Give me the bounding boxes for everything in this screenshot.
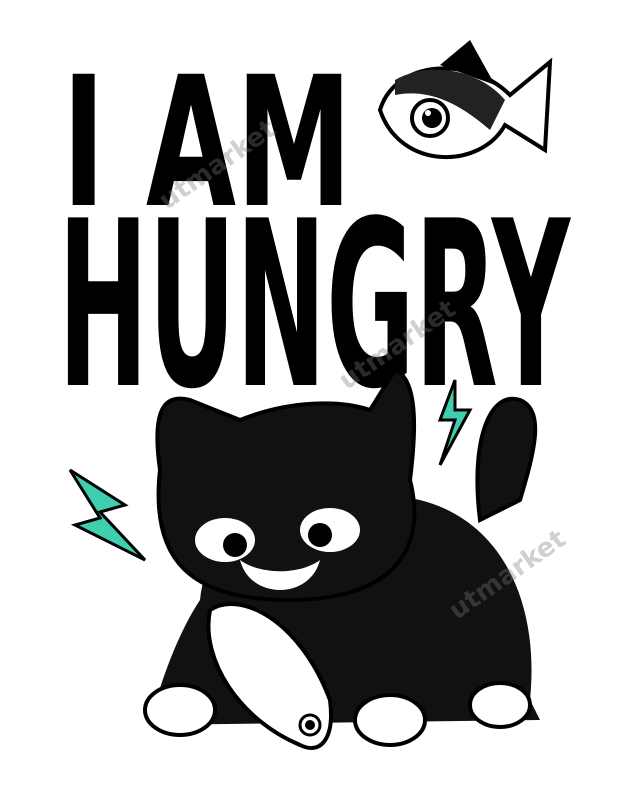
cat-eating-fish-illustration (143, 367, 540, 750)
headline-line1: I AM (62, 39, 352, 248)
headline-line2: HUNGRY (58, 173, 571, 440)
lightning-bolt-icon (437, 379, 473, 466)
fish-icon (377, 40, 553, 159)
lightning-bolt-icon (68, 468, 147, 562)
